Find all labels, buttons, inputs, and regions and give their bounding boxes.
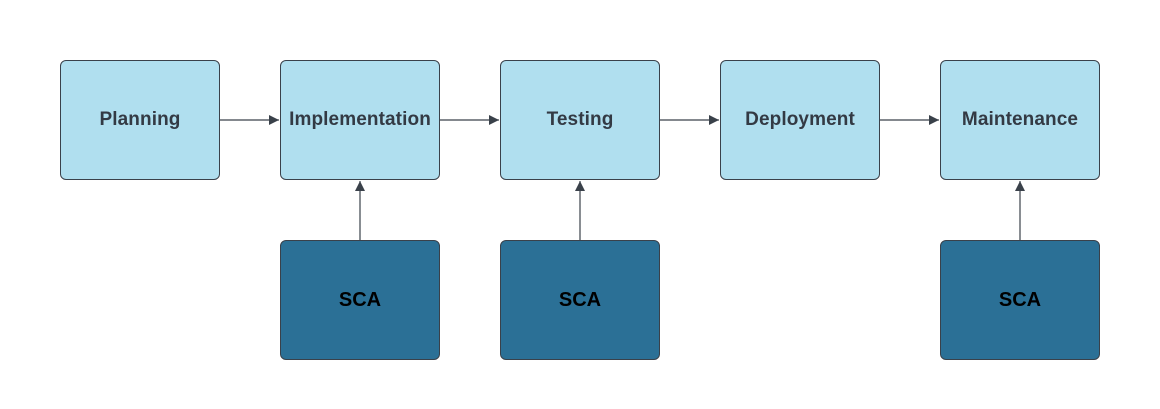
sca-node-implementation: SCA [280, 240, 440, 360]
sca-node-maintenance: SCA [940, 240, 1100, 360]
sca-node-label: SCA [338, 288, 382, 311]
sca-node-label: SCA [558, 288, 602, 311]
stage-implementation-label: Implementation [289, 109, 431, 130]
stage-testing-label: Testing [546, 109, 614, 130]
stage-maintenance: Maintenance [940, 60, 1100, 180]
stage-deployment: Deployment [720, 60, 880, 180]
stage-planning-label: Planning [99, 109, 181, 130]
sca-node-label: SCA [998, 288, 1042, 311]
stage-deployment-label: Deployment [745, 109, 855, 130]
stage-testing: Testing [500, 60, 660, 180]
stage-implementation: Implementation [280, 60, 440, 180]
stage-maintenance-label: Maintenance [961, 109, 1079, 130]
sca-node-testing: SCA [500, 240, 660, 360]
stage-planning: Planning [60, 60, 220, 180]
